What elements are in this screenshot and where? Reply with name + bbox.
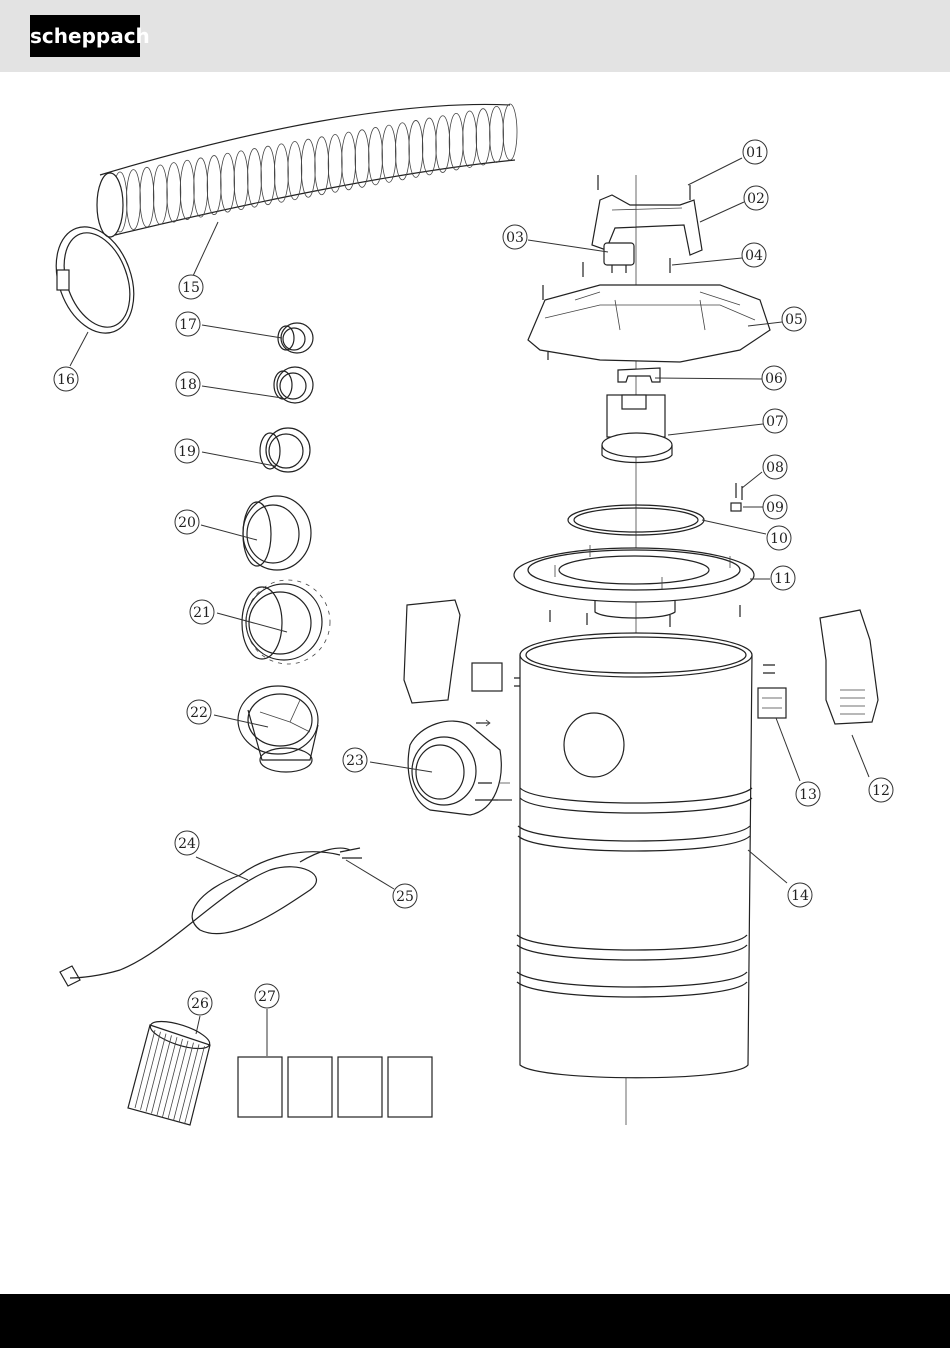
latch-bracket-part <box>758 688 786 718</box>
callout-14: 14 <box>788 883 812 907</box>
drum-container-part <box>517 633 752 1078</box>
callout-26: 26 <box>188 991 212 1015</box>
callout-label-19: 19 <box>178 444 196 460</box>
callout-label-22: 22 <box>190 705 208 721</box>
callout-label-16: 16 <box>57 372 75 388</box>
callout-06: 06 <box>762 366 786 390</box>
callout-label-04: 04 <box>745 248 763 264</box>
adapter-17 <box>278 323 313 353</box>
bracket-part <box>618 368 660 382</box>
footer-bar <box>0 1294 950 1348</box>
callout-label-23: 23 <box>346 753 364 769</box>
callout-label-06: 06 <box>765 371 783 387</box>
screw-part-08 <box>736 483 742 500</box>
adapter-20 <box>243 496 311 570</box>
latch-part-right <box>820 610 878 724</box>
callout-18: 18 <box>176 372 200 396</box>
nut-part-09 <box>731 503 741 511</box>
callout-label-13: 13 <box>799 787 817 803</box>
callout-23: 23 <box>343 748 367 772</box>
callout-label-18: 18 <box>179 377 197 393</box>
motor-part <box>602 395 672 463</box>
callout-03: 03 <box>503 225 527 249</box>
adapter-19 <box>260 428 310 472</box>
callout-05: 05 <box>782 307 806 331</box>
callout-label-17: 17 <box>179 317 197 333</box>
callout-04: 04 <box>742 243 766 267</box>
callout-02: 02 <box>744 186 768 210</box>
motor-head-part <box>528 285 770 362</box>
latch-bracket-left <box>472 663 502 691</box>
callout-label-01: 01 <box>746 145 764 161</box>
callout-24: 24 <box>175 831 199 855</box>
callout-label-12: 12 <box>872 783 890 799</box>
callout-11: 11 <box>771 566 795 590</box>
callout-25: 25 <box>393 884 417 908</box>
latch-part-left <box>404 600 460 703</box>
callout-label-24: 24 <box>178 836 196 852</box>
callout-08: 08 <box>763 455 787 479</box>
callout-15: 15 <box>179 275 203 299</box>
callout-label-21: 21 <box>193 605 211 621</box>
side-inlet-part <box>408 720 512 815</box>
callout-label-20: 20 <box>178 515 196 531</box>
filter-bags-part <box>238 1057 432 1117</box>
callout-12: 12 <box>869 778 893 802</box>
callout-label-08: 08 <box>766 460 784 476</box>
adapter-22 <box>238 686 318 772</box>
part-number-callouts: 01 02 03 04 05 06 07 08 09 10 11 12 13 1… <box>54 140 893 1015</box>
callout-label-05: 05 <box>785 312 803 328</box>
callout-10: 10 <box>767 526 791 550</box>
callout-22: 22 <box>187 700 211 724</box>
switch-part <box>604 243 634 273</box>
callout-13: 13 <box>796 782 820 806</box>
callout-label-07: 07 <box>766 414 784 430</box>
hose-clamp-part <box>42 216 147 344</box>
callout-label-11: 11 <box>774 571 792 587</box>
callout-label-15: 15 <box>182 280 200 296</box>
hose-part <box>97 104 517 237</box>
callout-label-27: 27 <box>258 989 276 1005</box>
callout-label-26: 26 <box>191 996 209 1012</box>
callout-16: 16 <box>54 367 78 391</box>
callout-09: 09 <box>763 495 787 519</box>
callout-label-03: 03 <box>506 230 524 246</box>
adapter-21 <box>242 580 330 664</box>
callout-17: 17 <box>176 312 200 336</box>
callout-label-14: 14 <box>791 888 809 904</box>
filter-plate-part <box>514 545 754 618</box>
callout-07: 07 <box>763 409 787 433</box>
callout-label-02: 02 <box>747 191 765 207</box>
callout-label-10: 10 <box>770 531 788 547</box>
callout-label-25: 25 <box>396 889 414 905</box>
cartridge-filter-part <box>128 1016 213 1125</box>
callout-27: 27 <box>255 984 279 1008</box>
callout-20: 20 <box>175 510 199 534</box>
callout-01: 01 <box>743 140 767 164</box>
callout-19: 19 <box>175 439 199 463</box>
power-cord-part <box>60 848 362 986</box>
callout-21: 21 <box>190 600 214 624</box>
callout-label-09: 09 <box>766 500 784 516</box>
